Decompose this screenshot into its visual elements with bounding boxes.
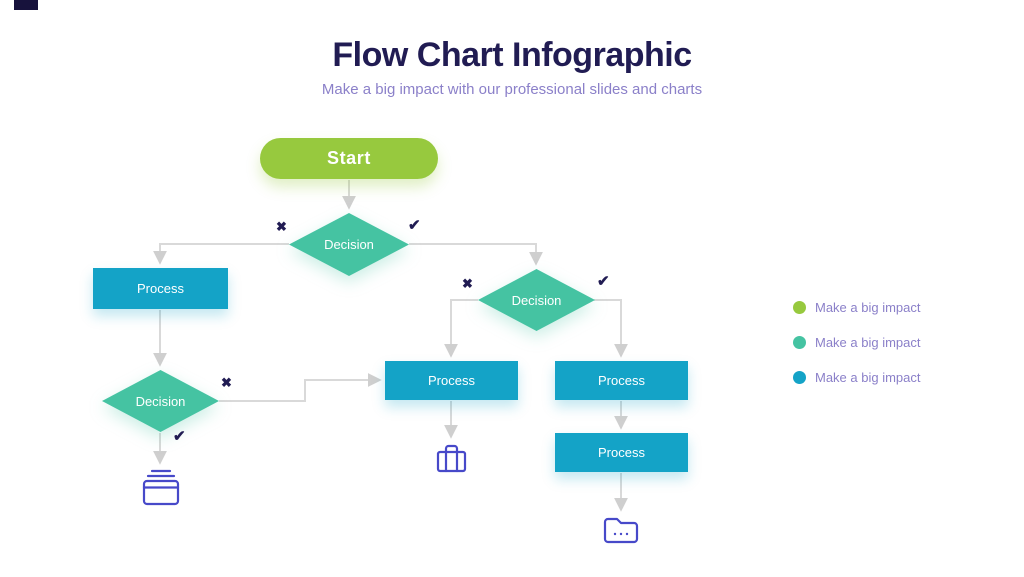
legend-dot-blue bbox=[793, 371, 806, 384]
legend-dot-green bbox=[793, 301, 806, 314]
check-mark-decision1: ✔ bbox=[408, 217, 421, 234]
legend: Make a big impact Make a big impact Make… bbox=[793, 300, 921, 405]
connector-decision3-no-to-process2 bbox=[219, 373, 382, 402]
corner-decoration bbox=[14, 0, 38, 10]
decision-node-1-shape: Decision bbox=[289, 213, 409, 276]
legend-item-green: Make a big impact bbox=[793, 300, 921, 315]
briefcase-icon bbox=[434, 442, 470, 481]
decision-node-3-shape: Decision bbox=[102, 370, 219, 432]
folder-icon bbox=[602, 515, 640, 550]
process-node-2: Process bbox=[385, 361, 518, 400]
legend-label: Make a big impact bbox=[815, 335, 921, 350]
legend-item-teal: Make a big impact bbox=[793, 335, 921, 350]
cross-mark-decision2: ✖ bbox=[462, 276, 473, 291]
legend-label: Make a big impact bbox=[815, 300, 921, 315]
connector-decision2-yes-to-process3 bbox=[594, 299, 628, 358]
cross-mark-decision3: ✖ bbox=[221, 375, 232, 390]
check-mark-decision3: ✔ bbox=[173, 428, 186, 445]
cross-mark-decision1: ✖ bbox=[276, 219, 287, 234]
decision-node-2: Decision bbox=[478, 269, 595, 331]
connector-decision2-no-to-process2 bbox=[444, 299, 478, 358]
decision-node-2-shape: Decision bbox=[478, 269, 595, 331]
process-node-4: Process bbox=[555, 433, 688, 472]
legend-dot-teal bbox=[793, 336, 806, 349]
decision-node-1: Decision bbox=[289, 213, 409, 276]
legend-item-blue: Make a big impact bbox=[793, 370, 921, 385]
process-node-3: Process bbox=[555, 361, 688, 400]
connector-decision1-no-to-process1 bbox=[153, 243, 289, 265]
page-title: Flow Chart Infographic bbox=[332, 36, 692, 74]
decision-node-3: Decision bbox=[102, 370, 219, 432]
page-subtitle: Make a big impact with our professional … bbox=[321, 81, 703, 98]
check-mark-decision2: ✔ bbox=[597, 273, 610, 290]
process-node-1: Process bbox=[93, 268, 228, 309]
legend-label: Make a big impact bbox=[815, 370, 921, 385]
connector-decision1-yes-to-decision2 bbox=[409, 243, 543, 266]
archive-box-icon bbox=[139, 468, 183, 513]
start-node: Start bbox=[260, 138, 438, 179]
